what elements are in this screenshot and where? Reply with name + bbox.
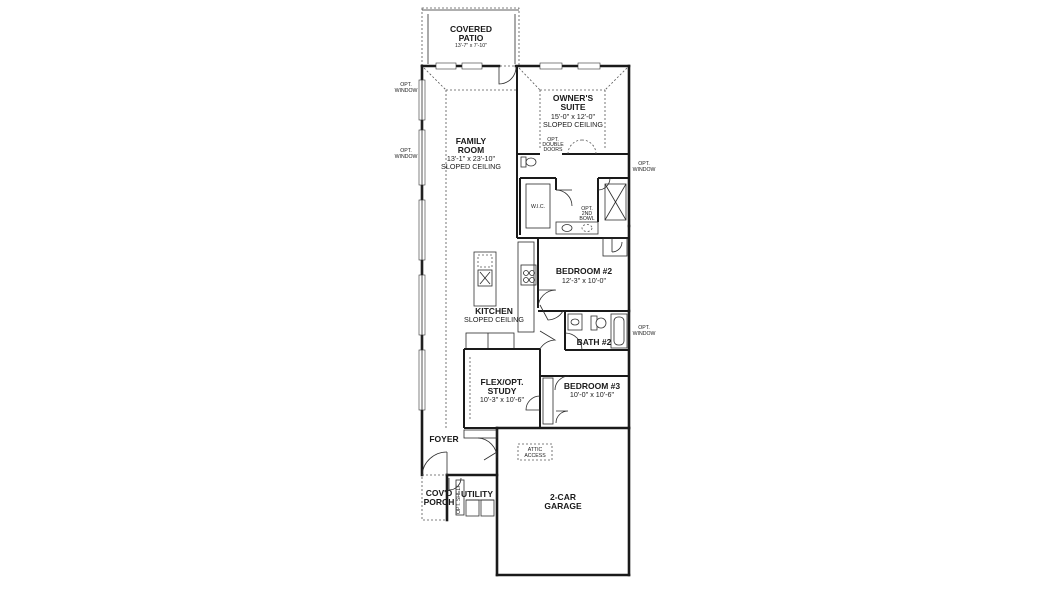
family-room-label: FAMILY ROOM 13'-1" x 23'-10" SLOPED CEIL… — [441, 136, 501, 171]
bedroom2-walls — [520, 237, 629, 312]
opt-2nd-bowl-1: OPT. — [581, 206, 593, 212]
top-wall-windows — [435, 62, 601, 70]
owners-suite-label: OWNER'S SUITE 15'-0" x 12'-0" SLOPED CEI… — [543, 93, 603, 129]
foyer-walls — [421, 429, 498, 476]
attic-access-2: ACCESS — [524, 453, 546, 459]
kitchen-name: KITCHEN — [475, 306, 513, 316]
attic-access-label: ATTIC ACCESS — [524, 447, 546, 459]
opt-double-doors-2: DOUBLE — [542, 142, 564, 148]
owners-suite-name-2: SUITE — [560, 102, 585, 112]
bath2-label: BATH #2 — [577, 337, 612, 347]
wic-text: W.I.C. — [531, 204, 545, 210]
family-room-ceiling: SLOPED CEILING — [441, 162, 501, 171]
patio-door — [498, 65, 517, 85]
bedroom3-walls — [540, 375, 629, 429]
flex-study-dims: 10'-3" x 10'-6" — [480, 395, 525, 404]
foyer-name: FOYER — [429, 434, 458, 444]
opt-window-left-upper-2: WINDOW — [395, 88, 418, 94]
bath2-walls — [539, 304, 629, 363]
opt-shelf-label: OPT. SHELF — [456, 484, 462, 514]
family-room-dims: 13'-1" x 23'-10" — [447, 154, 496, 163]
owners-suite-dims: 15'-0" x 12'-0" — [551, 112, 596, 121]
wic-label: W.I.C. — [531, 204, 545, 210]
garage-label: 2-CAR GARAGE — [544, 492, 582, 511]
opt-double-doors-1: OPT. — [547, 137, 559, 143]
family-room-name-1: FAMILY — [456, 136, 487, 146]
opt-shelf-text: OPT. SHELF — [456, 484, 462, 514]
opt-2nd-bowl: OPT. 2ND BOWL — [579, 206, 594, 222]
opt-window-right-lower-1: OPT. — [638, 325, 650, 331]
covered-patio-label: COVERED PATIO 13'-7" x 7'-10" — [450, 24, 492, 49]
kitchen-fixtures — [465, 241, 535, 350]
covered-patio-name-2: PATIO — [459, 33, 484, 43]
garage-name-2: GARAGE — [544, 501, 582, 511]
owners-suite-name-1: OWNER'S — [553, 93, 594, 103]
flex-study-walls — [463, 348, 541, 429]
covd-porch-name-2: PORCH — [424, 497, 455, 507]
bath2-name: BATH #2 — [577, 337, 612, 347]
owners-suite-walls — [516, 66, 629, 155]
flex-study-label: FLEX/OPT. STUDY 10'-3" x 10'-6" — [480, 377, 525, 404]
master-bath — [516, 154, 629, 239]
kitchen-label: KITCHEN SLOPED CEILING — [464, 306, 524, 324]
covd-porch-name-1: COV'D — [426, 488, 453, 498]
covered-patio-dims: 13'-7" x 7'-10" — [455, 43, 487, 49]
opt-2nd-bowl-2: 2ND — [582, 211, 593, 217]
garage-name-1: 2-CAR — [550, 492, 576, 502]
bedroom3-label: BEDROOM #3 10'-0" x 10'-6" — [564, 381, 620, 399]
opt-double-doors-3: DOORS — [543, 147, 563, 153]
opt-window-right-lower: OPT. WINDOW — [633, 325, 656, 337]
owners-suite-ceiling: SLOPED CEILING — [543, 120, 603, 129]
opt-window-right-lower-2: WINDOW — [633, 331, 656, 337]
covd-porch-label: COV'D PORCH — [424, 488, 455, 507]
opt-2nd-bowl-3: BOWL — [579, 216, 594, 222]
covered-patio-name-1: COVERED — [450, 24, 492, 34]
opt-window-right-upper-1: OPT. — [638, 161, 650, 167]
opt-double-doors: OPT. DOUBLE DOORS — [542, 137, 564, 153]
attic-access-1: ATTIC — [528, 447, 543, 453]
family-room-ceiling-lines — [423, 67, 518, 428]
porch-utility — [421, 474, 495, 521]
opt-window-left-upper: OPT. WINDOW — [395, 82, 418, 94]
kitchen-ceiling: SLOPED CEILING — [464, 315, 524, 324]
bedroom2-name: BEDROOM #2 — [556, 266, 612, 276]
opt-window-right-upper: OPT. WINDOW — [633, 161, 656, 173]
bedroom3-name: BEDROOM #3 — [564, 381, 620, 391]
attic-access — [517, 443, 553, 461]
bedroom2-label: BEDROOM #2 12'-3" x 10'-0" — [556, 266, 612, 285]
opt-window-right-upper-2: WINDOW — [633, 167, 656, 173]
foyer-label: FOYER — [429, 434, 458, 444]
opt-window-left-mid-1: OPT. — [400, 148, 412, 154]
opt-window-left-mid-2: WINDOW — [395, 154, 418, 160]
bedroom3-dims: 10'-0" x 10'-6" — [570, 390, 615, 399]
family-room-name-2: ROOM — [458, 145, 484, 155]
opt-window-left-mid: OPT. WINDOW — [395, 148, 418, 160]
utility-label: UTILITY — [461, 489, 493, 499]
opt-window-left-upper-1: OPT. — [400, 82, 412, 88]
flex-study-name-1: FLEX/OPT. — [481, 377, 524, 387]
left-wall-windows — [418, 79, 426, 411]
flex-study-name-2: STUDY — [488, 386, 517, 396]
covered-patio — [421, 7, 520, 67]
bedroom2-dims: 12'-3" x 10'-0" — [562, 276, 607, 285]
utility-name: UTILITY — [461, 489, 493, 499]
